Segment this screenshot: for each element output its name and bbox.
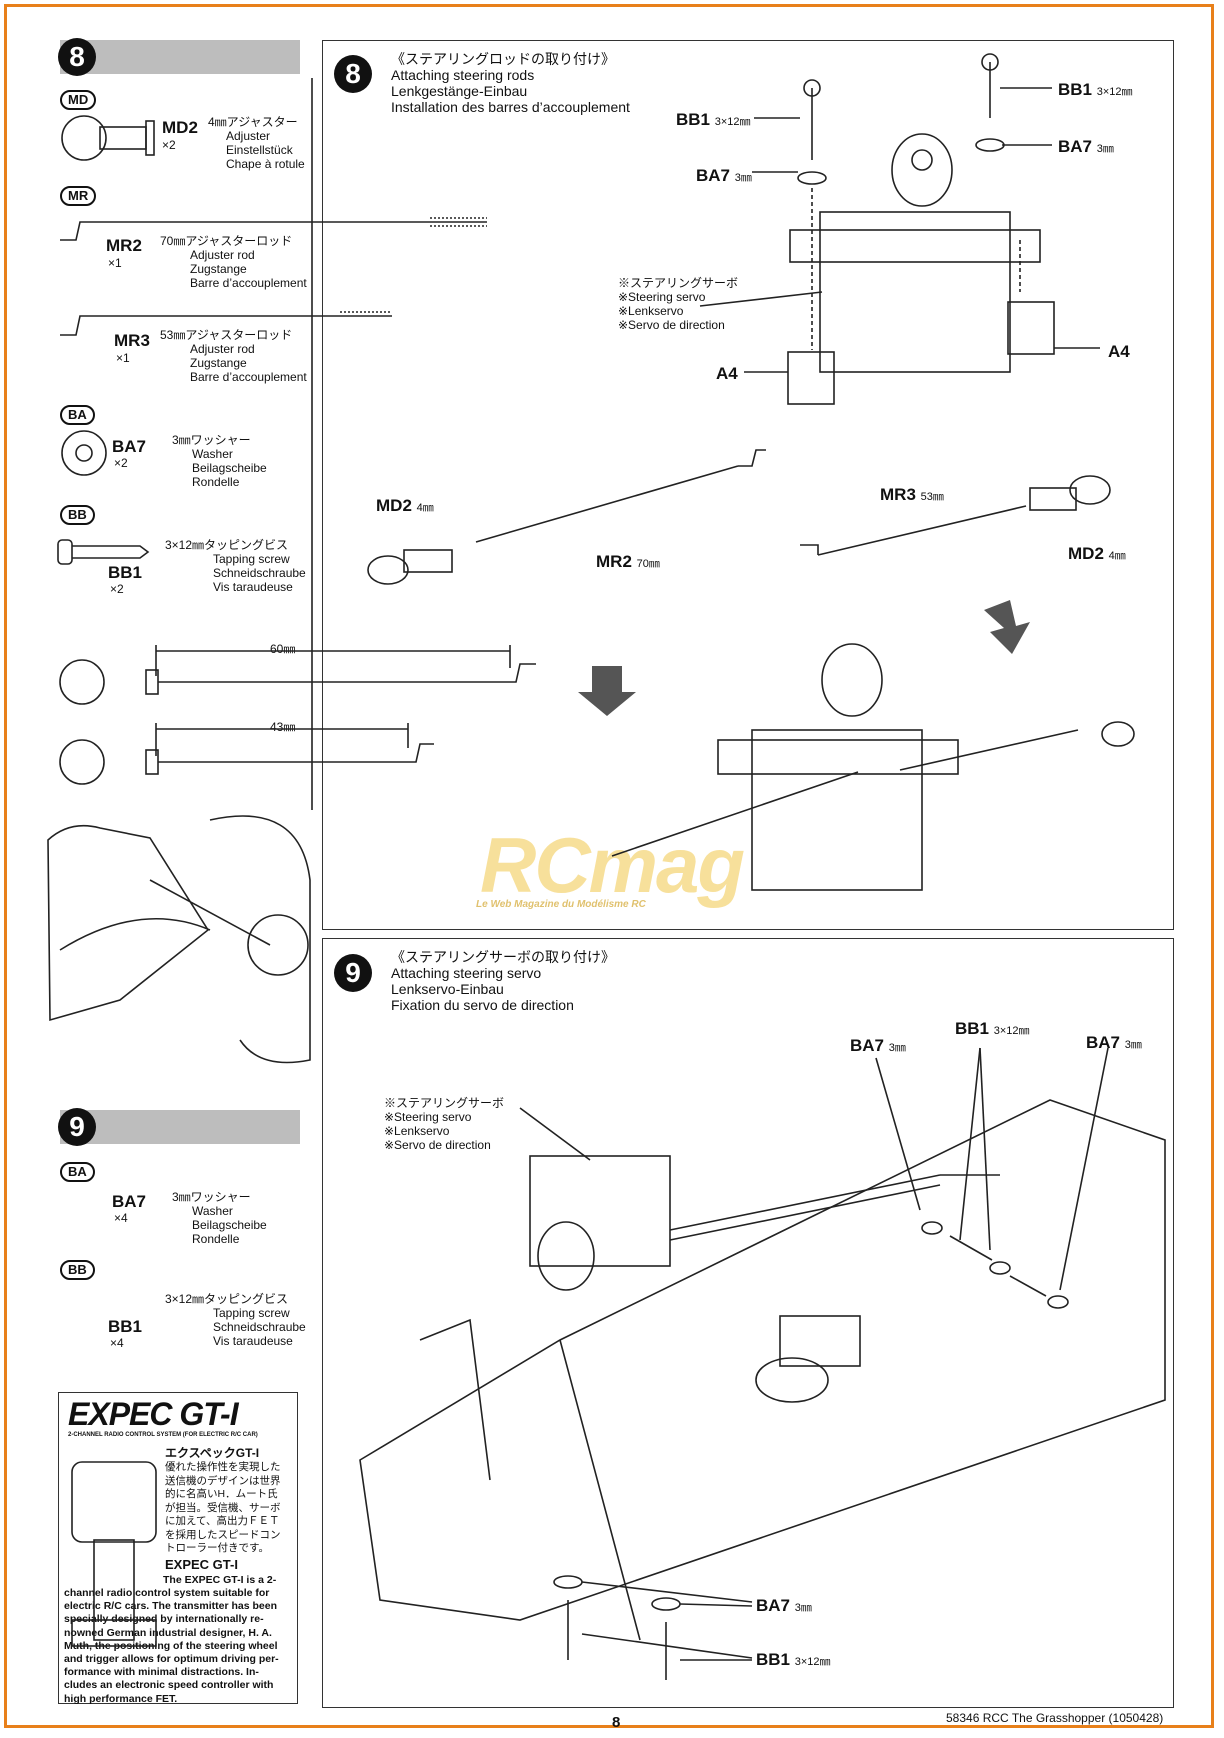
page-frame — [4, 4, 1214, 1728]
expec-en-title: EXPEC GT-I — [165, 1557, 238, 1572]
step9-header-bar — [60, 1110, 300, 1144]
callout9-ba7-b: BA7 3㎜ — [1086, 1033, 1142, 1052]
part-desc-ba7: 3㎜ワッシャー Washer Beilagscheibe Rondelle — [172, 433, 267, 489]
part-desc-bb1-9: 3×12㎜タッピングビス Tapping screw Schneidschrau… — [165, 1292, 306, 1348]
part-desc-md2: 4㎜アジャスター Adjuster Einstellstück Chape à … — [208, 115, 305, 171]
step9-servo-label: ※ステアリングサーボ※Steering servo※Lenkservo※Serv… — [384, 1096, 505, 1152]
step9-panel — [322, 938, 1174, 1708]
part-code-bb1: BB1 — [108, 563, 143, 582]
part-code-bb1-9: BB1 — [108, 1317, 143, 1336]
expec-jp-text: 優れた操作性を実現した送信機のデザインは世界的に名高いH．ムート氏が担当。受信機… — [165, 1461, 281, 1554]
part-badge-bb: BB — [60, 505, 95, 525]
step9-panel-number: 9 — [334, 954, 372, 992]
callout-ba7-left: BA7 3㎜ — [696, 166, 752, 185]
part-badge-ba: BA — [60, 405, 95, 425]
watermark-logo: RCmag — [480, 821, 745, 909]
step8-panel-number: 8 — [334, 55, 372, 93]
part-desc-ba7-9: 3㎜ワッシャー Washer Beilagscheibe Rondelle — [172, 1190, 267, 1246]
expec-logo: EXPEC GT-I — [68, 1396, 239, 1432]
callout-mr2: MR2 70㎜ — [596, 552, 660, 571]
part-badge-mr: MR — [60, 186, 97, 206]
part-badge-ba-9: BA — [60, 1162, 95, 1182]
expec-subtitle: 2-CHANNEL RADIO CONTROL SYSTEM (FOR ELEC… — [68, 1432, 258, 1438]
step8-panel-title: 《ステアリングロッドの取り付け》 Attaching steering rods… — [391, 51, 630, 115]
part-qty-bb1-9: ×4 — [110, 1336, 124, 1350]
callout-ba7-right: BA7 3㎜ — [1058, 137, 1114, 156]
part-badge-md: MD — [60, 90, 97, 110]
callout-bb1-left: BB1 3×12㎜ — [676, 110, 751, 129]
part-code-md2: MD2 — [162, 118, 198, 137]
step8-servo-label: ※ステアリングサーボ※Steering servo※Lenkservo※Serv… — [618, 276, 739, 332]
callout-mr3: MR3 53㎜ — [880, 485, 944, 504]
callout9-bb1-top: BB1 3×12㎜ — [955, 1019, 1030, 1038]
expec-en-text: The EXPEC GT-I is a 2- — [163, 1574, 277, 1586]
step8-header-bar — [60, 40, 300, 74]
part-code-mr2: MR2 — [106, 236, 142, 255]
step9-panel-title: 《ステアリングサーボの取り付け》 Attaching steering serv… — [391, 949, 615, 1013]
dim-60: 60㎜ — [270, 642, 296, 656]
page-number: 8 — [612, 1714, 621, 1731]
part-code-mr3: MR3 — [114, 331, 150, 350]
step9-number: 9 — [58, 1108, 96, 1146]
part-qty-ba7: ×2 — [114, 456, 128, 470]
part-badge-bb-9: BB — [60, 1260, 95, 1280]
callout9-bb1-bottom: BB1 3×12㎜ — [756, 1650, 831, 1669]
part-desc-mr2: 70㎜アジャスターロッド Adjuster rod Zugstange Barr… — [160, 234, 307, 290]
expec-jp-title: エクスペックGT-I — [165, 1446, 260, 1460]
part-code-ba7-9: BA7 — [112, 1192, 147, 1211]
expec-ad-box — [58, 1392, 298, 1704]
footer-doc: 58346 RCC The Grasshopper (1050428) — [946, 1711, 1164, 1725]
dim-43: 43㎜ — [270, 720, 296, 734]
expec-en-text-wide: channel radio control system suitable fo… — [64, 1587, 279, 1705]
callout9-ba7-bottom: BA7 3㎜ — [756, 1596, 812, 1615]
callout-a4-left: A4 — [716, 364, 738, 383]
part-code-ba7: BA7 — [112, 437, 147, 456]
part-desc-mr3: 53㎜アジャスターロッド Adjuster rod Zugstange Barr… — [160, 328, 307, 384]
callout9-ba7-a: BA7 3㎜ — [850, 1036, 906, 1055]
part-qty-bb1: ×2 — [110, 582, 124, 596]
step8-number: 8 — [58, 38, 96, 76]
part-qty-mr2: ×1 — [108, 256, 122, 270]
callout-md2-right: MD2 4㎜ — [1068, 544, 1126, 563]
callout-a4-right: A4 — [1108, 342, 1130, 361]
part-qty-mr3: ×1 — [116, 351, 130, 365]
callout-md2-left: MD2 4㎜ — [376, 496, 434, 515]
part-qty-md2: ×2 — [162, 138, 176, 152]
step8-panel — [322, 40, 1174, 930]
callout-bb1-right: BB1 3×12㎜ — [1058, 80, 1133, 99]
watermark-tagline: Le Web Magazine du Modélisme RC — [476, 899, 646, 910]
part-qty-ba7-9: ×4 — [114, 1211, 128, 1225]
part-desc-bb1: 3×12㎜タッピングビス Tapping screw Schneidschrau… — [165, 538, 306, 594]
